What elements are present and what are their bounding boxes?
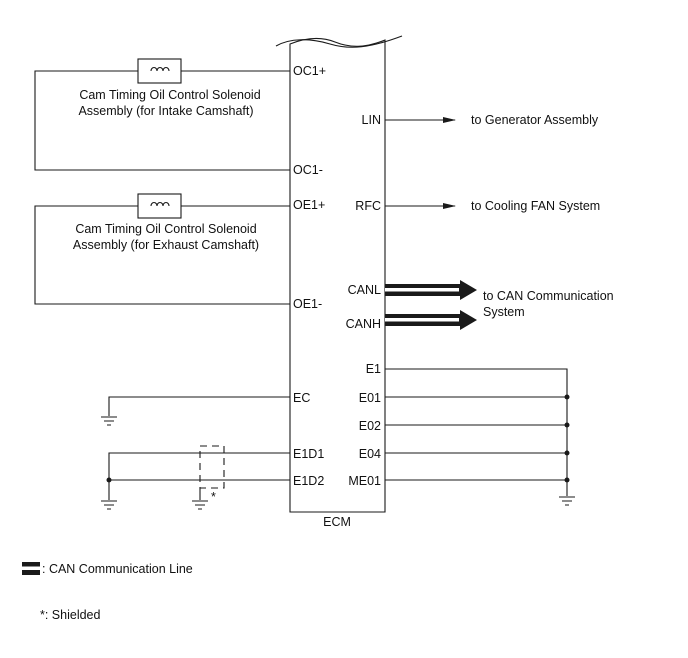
- exhaust-solenoid-symbol: [137, 193, 182, 219]
- rfc-arrow-icon: [443, 203, 456, 209]
- e1d1-wire: [108, 452, 290, 500]
- junction-dot: [564, 450, 570, 456]
- exhaust-coil-icon: [150, 201, 170, 207]
- intake-solenoid-wire: [34, 70, 290, 171]
- rfc-destination: to Cooling FAN System: [471, 199, 600, 213]
- ground-icon: [101, 500, 117, 510]
- pin-ec: EC: [293, 391, 310, 405]
- can-destination-2: System: [483, 305, 525, 319]
- legend-can-line: : CAN Communication Line: [42, 562, 193, 576]
- pin-oc1-plus: OC1+: [293, 64, 326, 78]
- intake-solenoid-label-2: Assembly (for Intake Camshaft): [78, 104, 253, 118]
- pin-oe1-minus: OE1-: [293, 297, 322, 311]
- pin-canh: CANH: [346, 317, 381, 331]
- junction-dot: [106, 477, 112, 483]
- shield-outline: [199, 445, 225, 489]
- junction-dot: [564, 394, 570, 400]
- pin-me01: ME01: [348, 474, 381, 488]
- canl-arrow-icon: [385, 280, 477, 300]
- ground-icon: [101, 416, 117, 426]
- canh-arrow-icon: [385, 310, 477, 330]
- pin-e1d1: E1D1: [293, 447, 324, 461]
- pin-e04: E04: [359, 447, 381, 461]
- legend-shielded: *: Shielded: [40, 608, 101, 622]
- pin-oc1-minus: OC1-: [293, 163, 323, 177]
- ecm-block: [289, 37, 386, 513]
- ecm-label: ECM: [323, 515, 351, 529]
- intake-solenoid-symbol: [137, 58, 182, 84]
- lin-arrow-icon: [443, 117, 456, 123]
- pin-rfc: RFC: [355, 199, 381, 213]
- pin-lin: LIN: [362, 113, 381, 127]
- pin-e1d2: E1D2: [293, 474, 324, 488]
- exhaust-solenoid-label-2: Assembly (for Exhaust Camshaft): [73, 238, 259, 252]
- can-destination-1: to CAN Communication: [483, 289, 614, 303]
- junction-dot: [564, 477, 570, 483]
- ecm-break-line: [275, 35, 403, 48]
- pin-oe1-plus: OE1+: [293, 198, 325, 212]
- ground-bus-right: [385, 368, 568, 496]
- ground-icon: [559, 496, 575, 506]
- pin-e1: E1: [366, 362, 381, 376]
- intake-solenoid-label-1: Cam Timing Oil Control Solenoid: [79, 88, 260, 102]
- junction-dot: [564, 422, 570, 428]
- ec-wire: [108, 396, 290, 416]
- pin-e02: E02: [359, 419, 381, 433]
- intake-coil-icon: [150, 66, 170, 72]
- ground-icon: [192, 500, 208, 510]
- exhaust-solenoid-wire: [34, 205, 290, 305]
- shield-mark: *: [211, 490, 216, 504]
- pin-e01: E01: [359, 391, 381, 405]
- can-line-legend-icon: [22, 562, 40, 575]
- lin-destination: to Generator Assembly: [471, 113, 599, 127]
- pin-canl: CANL: [348, 283, 381, 297]
- exhaust-solenoid-label-1: Cam Timing Oil Control Solenoid: [75, 222, 256, 236]
